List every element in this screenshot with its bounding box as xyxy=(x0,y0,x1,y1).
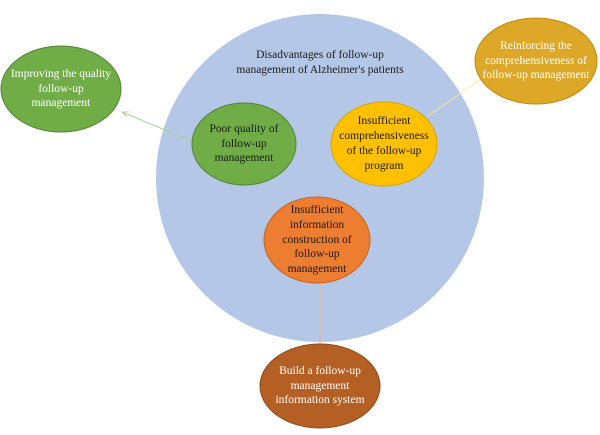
solution-quality-label: Improving the quality follow-up manageme… xyxy=(10,67,112,110)
central-circle xyxy=(156,14,484,342)
problem-information-label: Insufficient information construction of… xyxy=(282,204,352,276)
problem-quality-ellipse xyxy=(191,102,297,186)
solution-quality-ellipse xyxy=(0,45,122,133)
solution-information-label: Build a follow-up management information… xyxy=(275,364,365,407)
solution-information-ellipse xyxy=(259,343,381,429)
solution-comprehensiveness-ellipse xyxy=(474,17,598,105)
solution-comprehensiveness-label: Reinforcing the comprehensiveness of fol… xyxy=(482,39,590,82)
problem-information-ellipse xyxy=(263,196,371,284)
connector-quality xyxy=(122,112,195,143)
problem-comprehensiveness-label: Insufficient comprehensiveness of the fo… xyxy=(339,115,429,172)
central-title: Disadvantages of follow-up management of… xyxy=(236,49,404,76)
problem-comprehensiveness-ellipse xyxy=(330,101,438,187)
problem-quality-label: Poor quality of follow-up management xyxy=(209,122,279,165)
